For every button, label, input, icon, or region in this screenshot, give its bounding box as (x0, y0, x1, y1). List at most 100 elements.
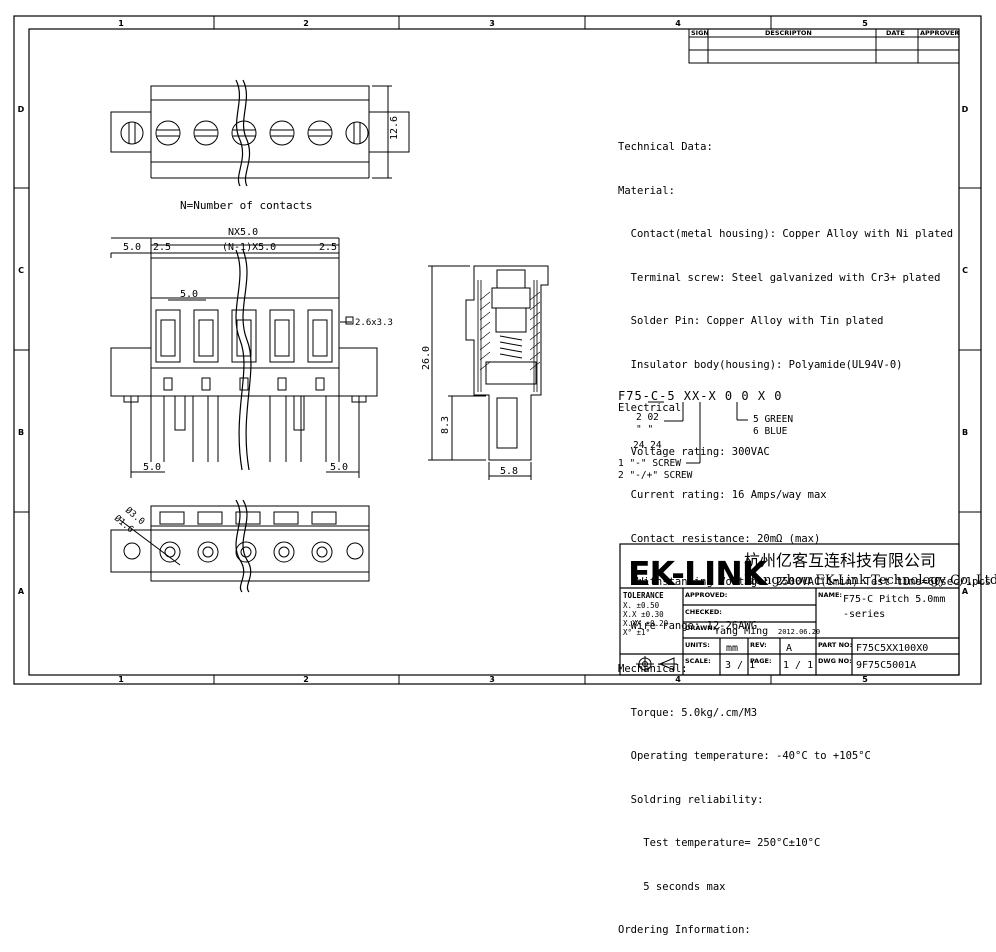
company-logo: EK-LINK (628, 554, 769, 593)
option-screw-2: 2 "-/+" SCREW (618, 470, 693, 481)
tech-line: Torque: 5.0kg/.cm/M3 (618, 706, 758, 719)
row-label: C (18, 266, 24, 275)
company-name-cn: 杭州亿客互连科技有限公司 (744, 551, 936, 570)
inner-border (28, 28, 960, 676)
col-label: 5 (862, 675, 868, 684)
drawing-sheet: 1 2 3 4 5 1 2 3 4 5 D C B A D C B A SIGN… (13, 15, 982, 685)
dim-bottom-right: 5.0 (330, 462, 348, 473)
row-label: C (962, 266, 968, 275)
tech-line: 5 seconds max (618, 880, 726, 893)
tolerance-row: X.X ±0.30 (623, 610, 664, 619)
row-label: D (962, 105, 969, 114)
part-no-value: F75C5XX100X0 (856, 643, 928, 654)
name-line-2: -series (843, 609, 885, 620)
tech-line: Current rating: 16 Amps/way max (618, 489, 827, 501)
col-label: 3 (489, 19, 495, 28)
tech-line: Technical Data: (618, 141, 713, 153)
drawn-by: Yang Ming (714, 626, 768, 637)
side-section-view (428, 265, 549, 480)
bottom-view (110, 499, 370, 593)
dim-height-top: 12.6 (389, 116, 400, 140)
revision-block (688, 28, 960, 64)
dim-side-height: 26.0 (421, 346, 432, 370)
tech-line: Material: (618, 184, 675, 197)
tech-line: Mechanical: (618, 663, 688, 675)
dwg-no-label: DWG NO: (818, 657, 852, 665)
option-screw-1: 1 "-" SCREW (618, 458, 681, 469)
rev-header: DESCRIPTON (765, 29, 812, 37)
tolerance-row: X° ±1° (623, 628, 650, 637)
option-green: 5 GREEN (753, 414, 794, 425)
name-label: NAME: (818, 591, 842, 599)
col-label: 5 (862, 19, 868, 28)
front-view (110, 237, 378, 478)
rev-header: SIGN (691, 29, 709, 37)
dim-hole: 2.6x3.3 (355, 318, 393, 328)
tech-line: Voltage rating: 300VAC (618, 445, 770, 458)
dim-right25: 2.5 (319, 242, 337, 253)
col-label: 3 (489, 675, 495, 684)
approved-label: APPROVED: (685, 591, 727, 599)
tolerance-row: X. ±0.50 (623, 601, 660, 610)
page-value: 1 / 1 (783, 660, 813, 671)
option-blue: 6 BLUE (753, 426, 788, 437)
tech-line: Contact resistance: 20mΩ (max) (618, 532, 821, 545)
dim-n1x5: (N-1)X5.0 (222, 242, 276, 253)
col-label: 4 (675, 675, 681, 684)
scale-value: 3 / 1 (725, 660, 755, 671)
dim-bottom-left: 5.0 (143, 462, 161, 473)
dim-nx5: NX5.0 (228, 227, 258, 238)
tech-line: Withstanding Voltage: 2500VAC(1min) Test… (618, 576, 991, 588)
option-dash: " " (636, 424, 654, 435)
top-view (110, 79, 410, 187)
units-label: UNITS: (685, 641, 710, 649)
rev-label: REV: (750, 641, 767, 649)
units-value: mm (726, 643, 738, 654)
tech-line: Test temperature= 250°C±10°C (618, 837, 821, 849)
drawn-date: 2012.06.20 (778, 628, 820, 636)
part-code: F75-C-5 XX-X 0 0 X 0 (618, 389, 783, 403)
dwg-no-value: 9F75C5001A (856, 660, 916, 671)
tolerance-row: X.XX ±0.20 (623, 619, 669, 628)
page-label: PAGE: (750, 657, 772, 665)
col-label: 1 (118, 675, 124, 684)
row-label: B (18, 428, 24, 437)
tech-line: Contact(metal housing): Copper Alloy wit… (618, 228, 954, 240)
tech-line: Terminal screw: Steel galvanized with Cr… (618, 271, 941, 284)
tech-line: Electrical (618, 402, 682, 414)
drawn-label: DRAWN: (685, 624, 715, 632)
col-label: 2 (303, 19, 309, 28)
row-label: A (18, 587, 25, 596)
tech-line: Insulator body(housing): Polyamide(UL94V… (618, 358, 903, 371)
option-02: 2 02 (636, 412, 659, 423)
projection-symbol (636, 656, 677, 672)
scale-label: SCALE: (685, 657, 711, 665)
rev-header: DATE (886, 29, 905, 37)
tech-line: Operating temperature: -40°C to +105°C (618, 750, 871, 762)
name-line-1: F75-C Pitch 5.0mm (843, 594, 945, 605)
row-label: D (18, 105, 25, 114)
title-block: EK-LINK 杭州亿客互连科技有限公司 Hangzhou EK-Link Te… (619, 543, 996, 676)
col-label: 1 (118, 19, 124, 28)
contacts-note: N=Number of contacts (180, 199, 312, 212)
row-label: B (962, 428, 968, 437)
option-24: 24 24 (633, 440, 662, 451)
part-no-label: PART NO: (818, 641, 852, 649)
checked-label: CHECKED: (685, 608, 722, 616)
dim-side-lower: 8.3 (440, 416, 451, 434)
row-label: A (962, 587, 969, 596)
company-name-en: Hangzhou EK-Link Technology Co.,Ltd (744, 573, 996, 588)
tech-line: Ordering Information: (618, 924, 751, 936)
tolerance-title: TOLERANCE (623, 591, 664, 600)
col-label: 4 (675, 19, 681, 28)
rev-value: A (786, 643, 792, 654)
dim-left25: 2.5 (153, 242, 171, 253)
rev-header: APPROVER (920, 29, 959, 37)
ordering-leaders (648, 401, 748, 464)
tech-line: Solder Pin: Copper Alloy with Tin plated (618, 315, 884, 327)
dim-side-width: 5.8 (500, 466, 518, 477)
dim-pitch: 5.0 (180, 289, 198, 300)
dim-left5: 5.0 (123, 242, 141, 253)
tech-line: Soldring reliability: (618, 793, 764, 806)
col-label: 2 (303, 675, 309, 684)
